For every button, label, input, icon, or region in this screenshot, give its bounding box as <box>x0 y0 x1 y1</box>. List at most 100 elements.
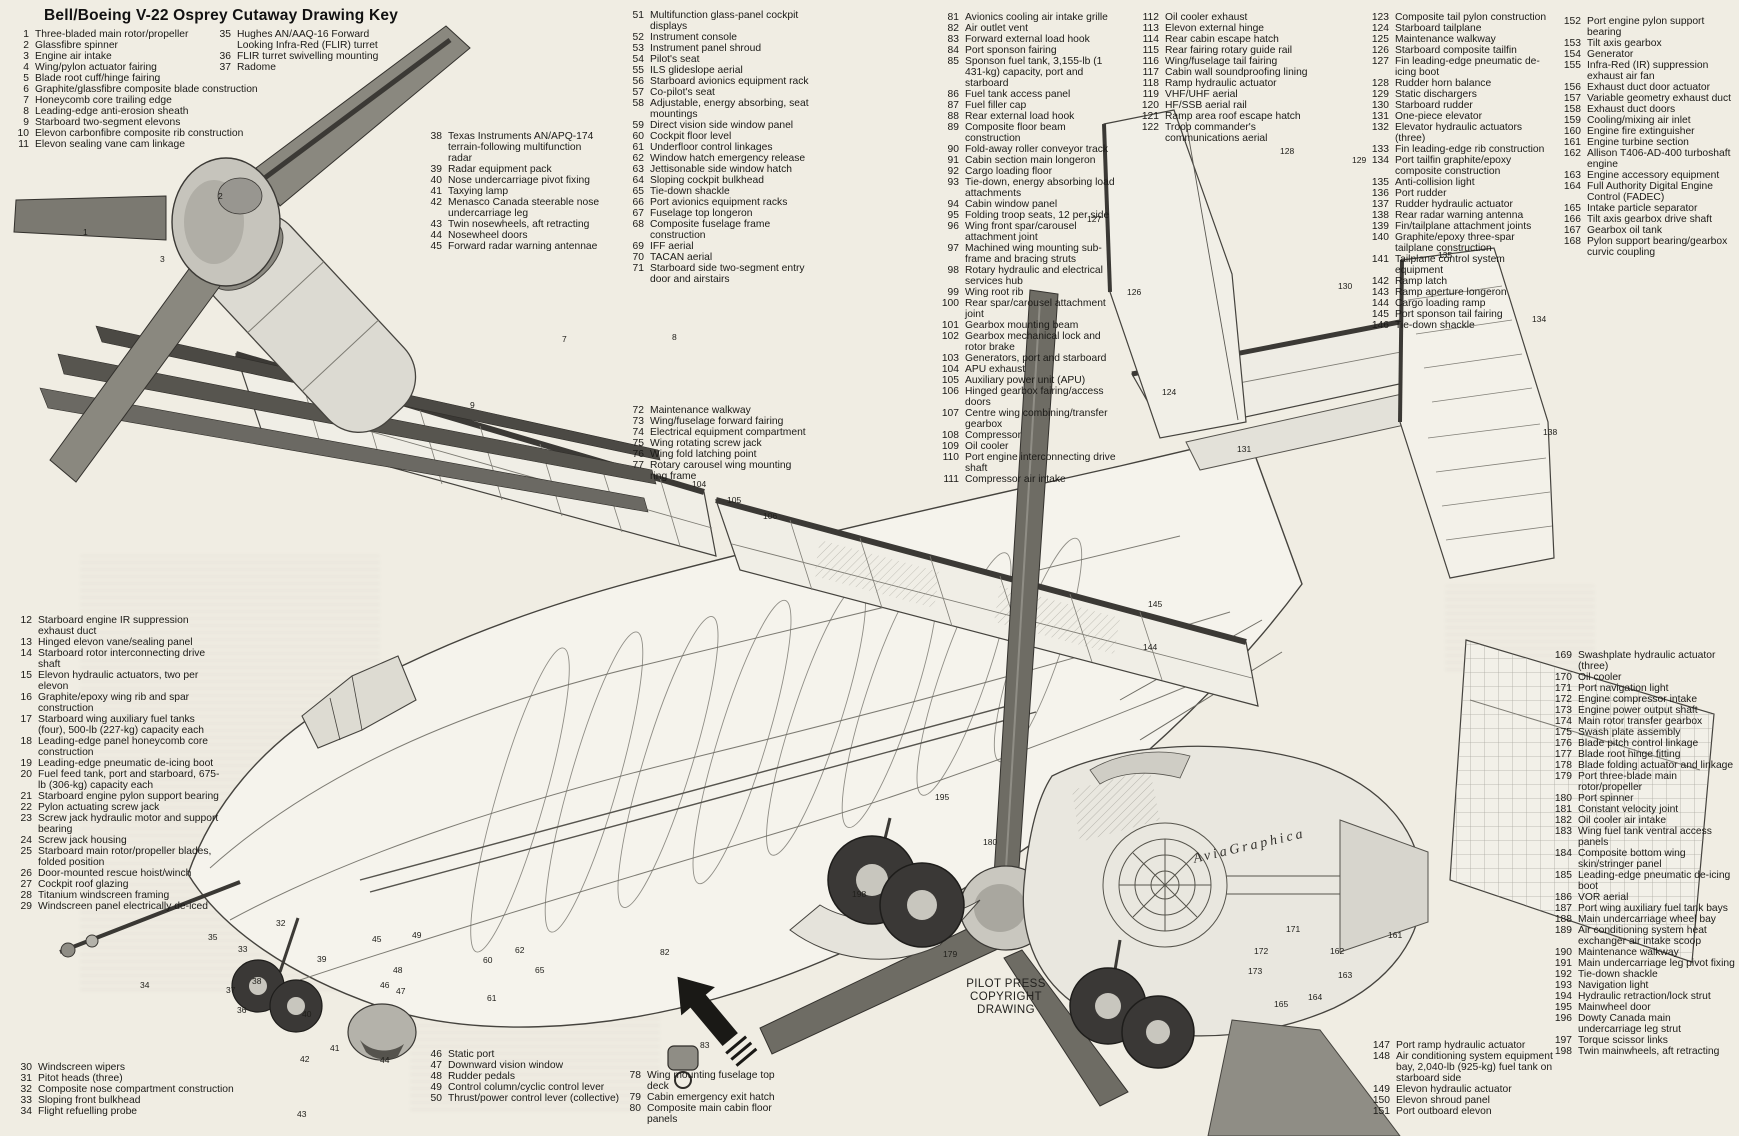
callout-128: 128 <box>1280 146 1294 156</box>
callout-8: 8 <box>672 332 677 342</box>
callout-129: 129 <box>1352 155 1366 165</box>
exhaust-duct <box>1339 819 1429 953</box>
callout-48: 48 <box>393 965 403 975</box>
credit-line: DRAWING <box>977 1004 1035 1016</box>
callout-61: 61 <box>487 993 497 1003</box>
callout-130: 130 <box>1338 281 1352 291</box>
callout-131: 131 <box>1237 444 1251 454</box>
callout-41: 41 <box>330 1043 340 1053</box>
callout-105: 105 <box>727 495 741 505</box>
callout-7: 7 <box>562 334 567 344</box>
callout-1: 1 <box>83 227 88 237</box>
refuelling-probe <box>59 880 241 958</box>
callout-2: 2 <box>218 191 223 201</box>
callout-32: 32 <box>276 918 286 928</box>
callout-198: 198 <box>852 889 866 899</box>
callout-165: 165 <box>1274 999 1288 1009</box>
callout-144: 144 <box>1143 642 1157 652</box>
callout-60: 60 <box>483 955 493 965</box>
callout-179: 179 <box>943 949 957 959</box>
callout-37: 37 <box>226 985 236 995</box>
callout-34: 34 <box>140 980 150 990</box>
callout-47: 47 <box>396 986 406 996</box>
callout-40: 40 <box>302 1009 312 1019</box>
rotor-blade <box>1003 949 1129 1107</box>
